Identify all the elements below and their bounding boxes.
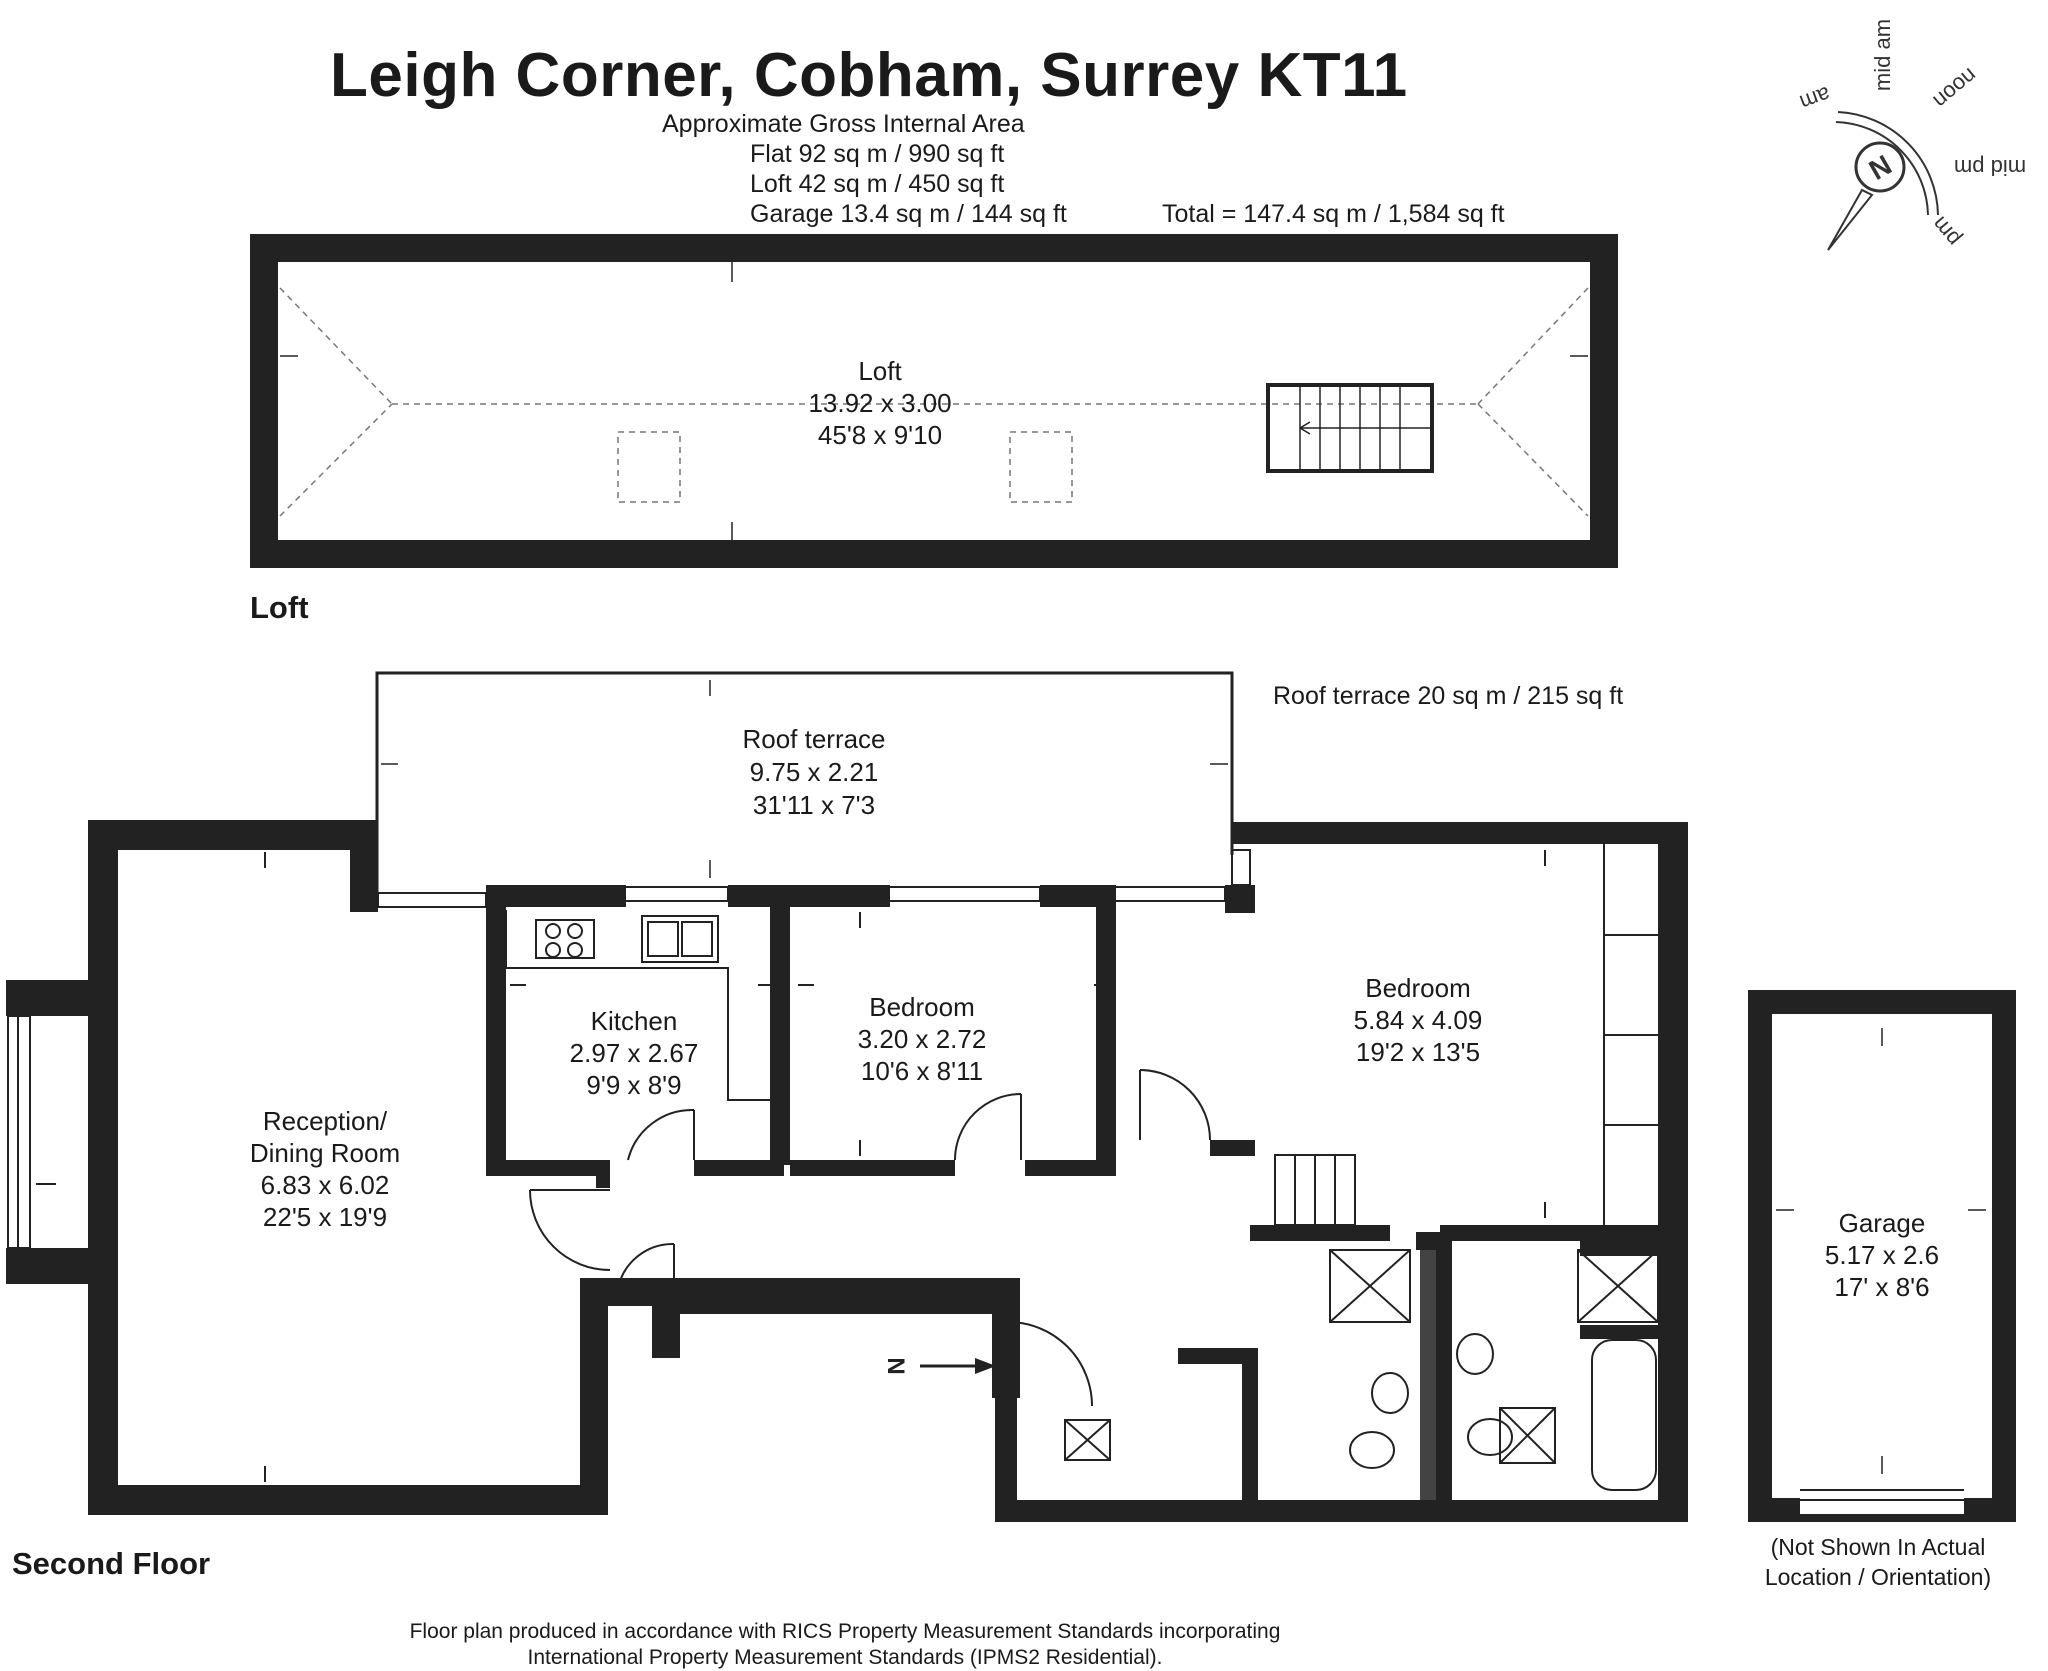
loft-rooflight-right	[1009, 431, 1073, 503]
svg-text:19'2 x 13'5: 19'2 x 13'5	[1356, 1037, 1480, 1067]
total-area: Total = 147.4 sq m / 1,584 sq ft	[1162, 200, 1505, 228]
compass-mid-am: mid am	[1870, 19, 1895, 91]
svg-text:3.20 x 2.72: 3.20 x 2.72	[858, 1024, 987, 1054]
area-heading: Approximate Gross Internal Area	[662, 110, 1025, 138]
garage-note-line2: Location / Orientation)	[1764, 1564, 1992, 1590]
bedroom-main-label: Bedroom 5.84 x 4.09 19'2 x 13'5	[1354, 973, 1483, 1067]
svg-text:Dining Room: Dining Room	[250, 1138, 400, 1168]
svg-text:Bedroom: Bedroom	[869, 992, 975, 1022]
compass-mid-pm: mid pm	[1954, 155, 2026, 180]
svg-text:Reception/: Reception/	[263, 1106, 388, 1136]
garage-imperial: 17' x 8'6	[1834, 1272, 1929, 1302]
kitchen-label: Kitchen 2.97 x 2.67 9'9 x 8'9	[570, 1006, 699, 1100]
compass-am: am	[1797, 81, 1834, 115]
footer-line2: International Property Measurement Stand…	[527, 1646, 1163, 1669]
garage-metric: 5.17 x 2.6	[1825, 1240, 1939, 1270]
loft-area: Loft 42 sq m / 450 sq ft	[750, 170, 1005, 198]
svg-text:10'6 x 8'11: 10'6 x 8'11	[861, 1056, 983, 1086]
bedroom-small-label: Bedroom 3.20 x 2.72 10'6 x 8'11	[858, 992, 987, 1086]
svg-text:45'8 x 9'10: 45'8 x 9'10	[818, 420, 942, 450]
compass-noon: noon	[1929, 63, 1983, 114]
svg-text:6.83 x 6.02: 6.83 x 6.02	[261, 1170, 390, 1200]
svg-text:Bedroom: Bedroom	[1365, 973, 1471, 1003]
flat-area: Flat 92 sq m / 990 sq ft	[750, 140, 1005, 168]
second-floor-details	[7, 844, 1659, 1491]
loft-rooflight-left	[617, 431, 681, 503]
loft-plan: Loft 13.92 x 3.00 45'8 x 9'10	[250, 234, 1618, 568]
compass-needle	[1827, 188, 1874, 251]
north-marker-label: N	[882, 1357, 909, 1374]
loft-floor-label: Loft	[250, 590, 309, 625]
roof-terrace-imperial: 31'11 x 7'3	[753, 790, 875, 820]
loft-walls	[250, 234, 1618, 568]
roof-terrace: Roof terrace 9.75 x 2.21 31'11 x 7'3	[375, 671, 1234, 906]
compass: N am mid am noon mid pm pm	[1797, 19, 2027, 251]
second-floor-label: Second Floor	[12, 1546, 211, 1581]
north-arrow: N	[882, 1357, 996, 1375]
svg-text:Kitchen: Kitchen	[591, 1006, 678, 1036]
roof-terrace-name: Roof terrace	[742, 724, 885, 754]
garage-name: Garage	[1839, 1208, 1926, 1238]
loft-dimension-arrows	[280, 262, 1588, 540]
compass-pm: pm	[1927, 212, 1966, 251]
loft-stair	[1266, 383, 1434, 473]
svg-text:13.92 x 3.00: 13.92 x 3.00	[808, 388, 951, 418]
compass-arc	[1837, 111, 1939, 216]
svg-text:2.97 x 2.67: 2.97 x 2.67	[570, 1038, 699, 1068]
svg-text:5.84 x 4.09: 5.84 x 4.09	[1354, 1005, 1483, 1035]
reception-label: Reception/ Dining Room 6.83 x 6.02 22'5 …	[250, 1106, 400, 1232]
svg-text:22'5 x 19'9: 22'5 x 19'9	[263, 1202, 387, 1232]
svg-text:9'9 x 8'9: 9'9 x 8'9	[586, 1070, 681, 1100]
compass-dial	[1854, 141, 1906, 193]
garage-note-line1: (Not Shown In Actual	[1770, 1534, 1986, 1560]
garage-plan: Garage 5.17 x 2.6 17' x 8'6	[1748, 990, 2016, 1522]
roof-terrace-metric: 9.75 x 2.21	[750, 757, 879, 787]
loft-roof-lines	[279, 287, 1589, 517]
roof-terrace-area: Roof terrace 20 sq m / 215 sq ft	[1273, 682, 1624, 710]
second-floor-walls	[6, 820, 1688, 1522]
loft-room-label: Loft 13.92 x 3.00 45'8 x 9'10	[808, 356, 951, 450]
garage-area: Garage 13.4 sq m / 144 sq ft	[750, 200, 1067, 228]
svg-text:Loft: Loft	[858, 356, 902, 386]
plan-title: Leigh Corner, Cobham, Surrey KT11	[330, 41, 1408, 110]
footer-line1: Floor plan produced in accordance with R…	[409, 1620, 1281, 1643]
